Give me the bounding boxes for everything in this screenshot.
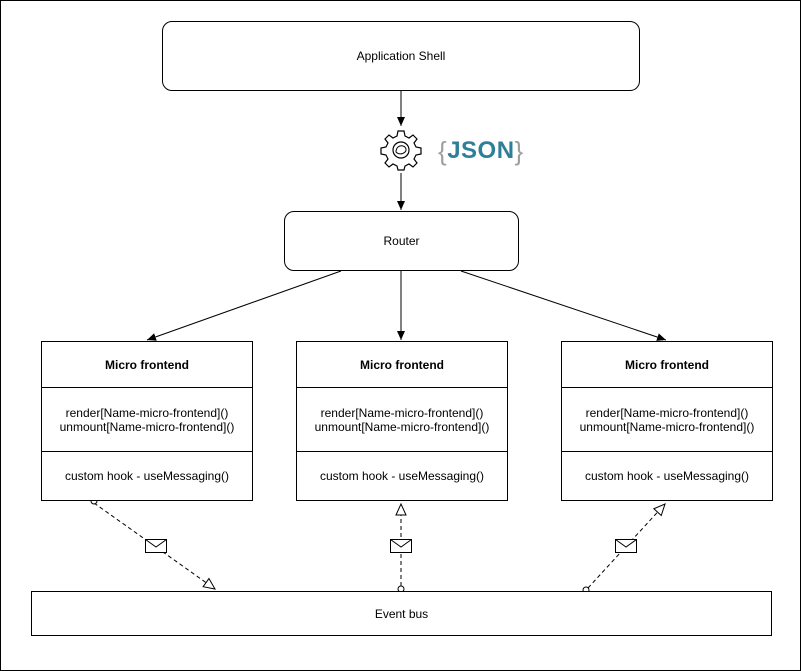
event-bus-box: Event bus: [31, 591, 772, 636]
micro-frontend-hook: custom hook - useMessaging(): [584, 469, 750, 483]
gear-icon: [380, 130, 422, 171]
application-shell-box: Application Shell: [162, 21, 640, 91]
json-label: JSON: [447, 137, 515, 164]
envelope-icon: [145, 539, 167, 553]
envelope-icon: [615, 539, 637, 553]
render-method: render[Name-micro-frontend](): [585, 405, 749, 420]
micro-frontend-hook: custom hook - useMessaging(): [319, 469, 485, 483]
json-open-brace: {: [438, 135, 448, 166]
micro-frontend-title: Micro frontend: [297, 342, 507, 388]
router-box: Router: [284, 211, 519, 271]
unmount-method: unmount[Name-micro-frontend](): [579, 419, 755, 434]
micro-frontend-card-right: Micro frontend render[Name-micro-fronten…: [561, 341, 773, 501]
micro-frontend-methods: render[Name-micro-frontend]() unmount[Na…: [42, 388, 252, 452]
micro-frontend-card-center: Micro frontend render[Name-micro-fronten…: [296, 341, 508, 501]
micro-frontend-title: Micro frontend: [42, 342, 252, 388]
unmount-method: unmount[Name-micro-frontend](): [314, 419, 490, 434]
render-method: render[Name-micro-frontend](): [320, 405, 484, 420]
micro-frontend-card-left: Micro frontend render[Name-micro-fronten…: [41, 341, 253, 501]
render-method: render[Name-micro-frontend](): [65, 405, 229, 420]
json-config-badge: { JSON }: [438, 134, 524, 168]
micro-frontend-methods: render[Name-micro-frontend]() unmount[Na…: [297, 388, 507, 452]
json-close-brace: }: [514, 135, 524, 166]
micro-frontend-title: Micro frontend: [562, 342, 772, 388]
arrow-router-to-mf-left: [146, 270, 342, 341]
unmount-method: unmount[Name-micro-frontend](): [59, 419, 235, 434]
arrow-router-to-mf-right: [460, 270, 667, 341]
application-shell-label: Application Shell: [356, 49, 446, 63]
micro-frontend-methods: render[Name-micro-frontend]() unmount[Na…: [562, 388, 772, 452]
envelope-icon: [390, 539, 412, 553]
message-line-left: [93, 502, 216, 590]
micro-frontend-hook: custom hook - useMessaging(): [64, 469, 230, 483]
event-bus-label: Event bus: [374, 606, 429, 621]
router-label: Router: [383, 234, 420, 248]
